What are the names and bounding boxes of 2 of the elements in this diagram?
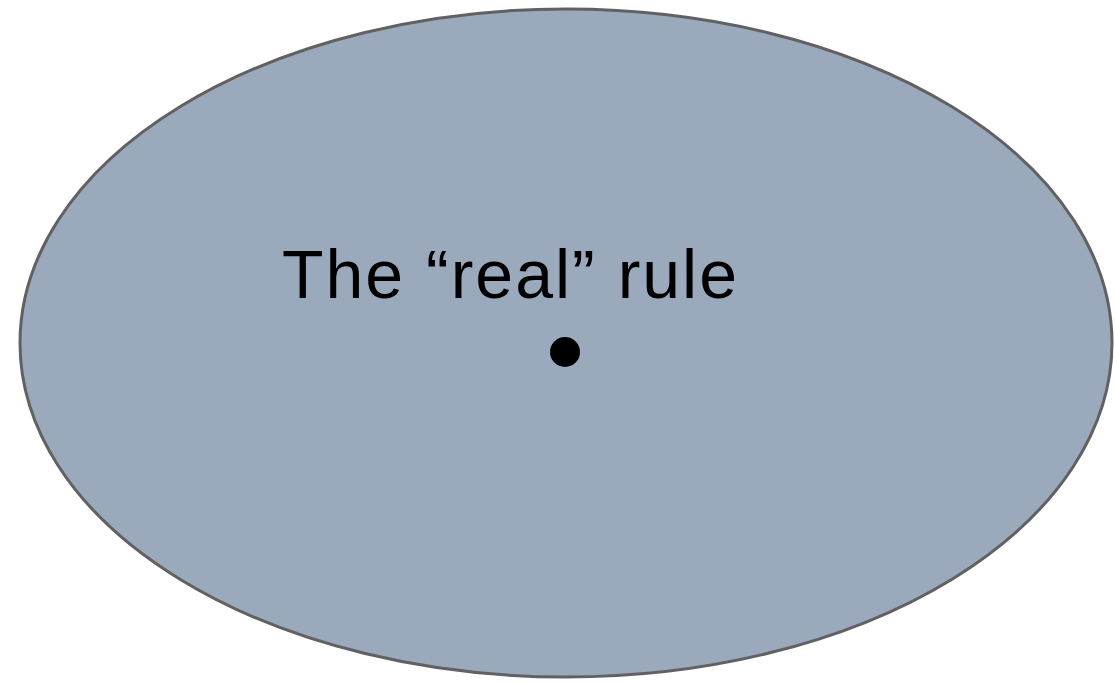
region-label: The “real” rule [282, 235, 740, 313]
ellipse-region [20, 9, 1112, 677]
